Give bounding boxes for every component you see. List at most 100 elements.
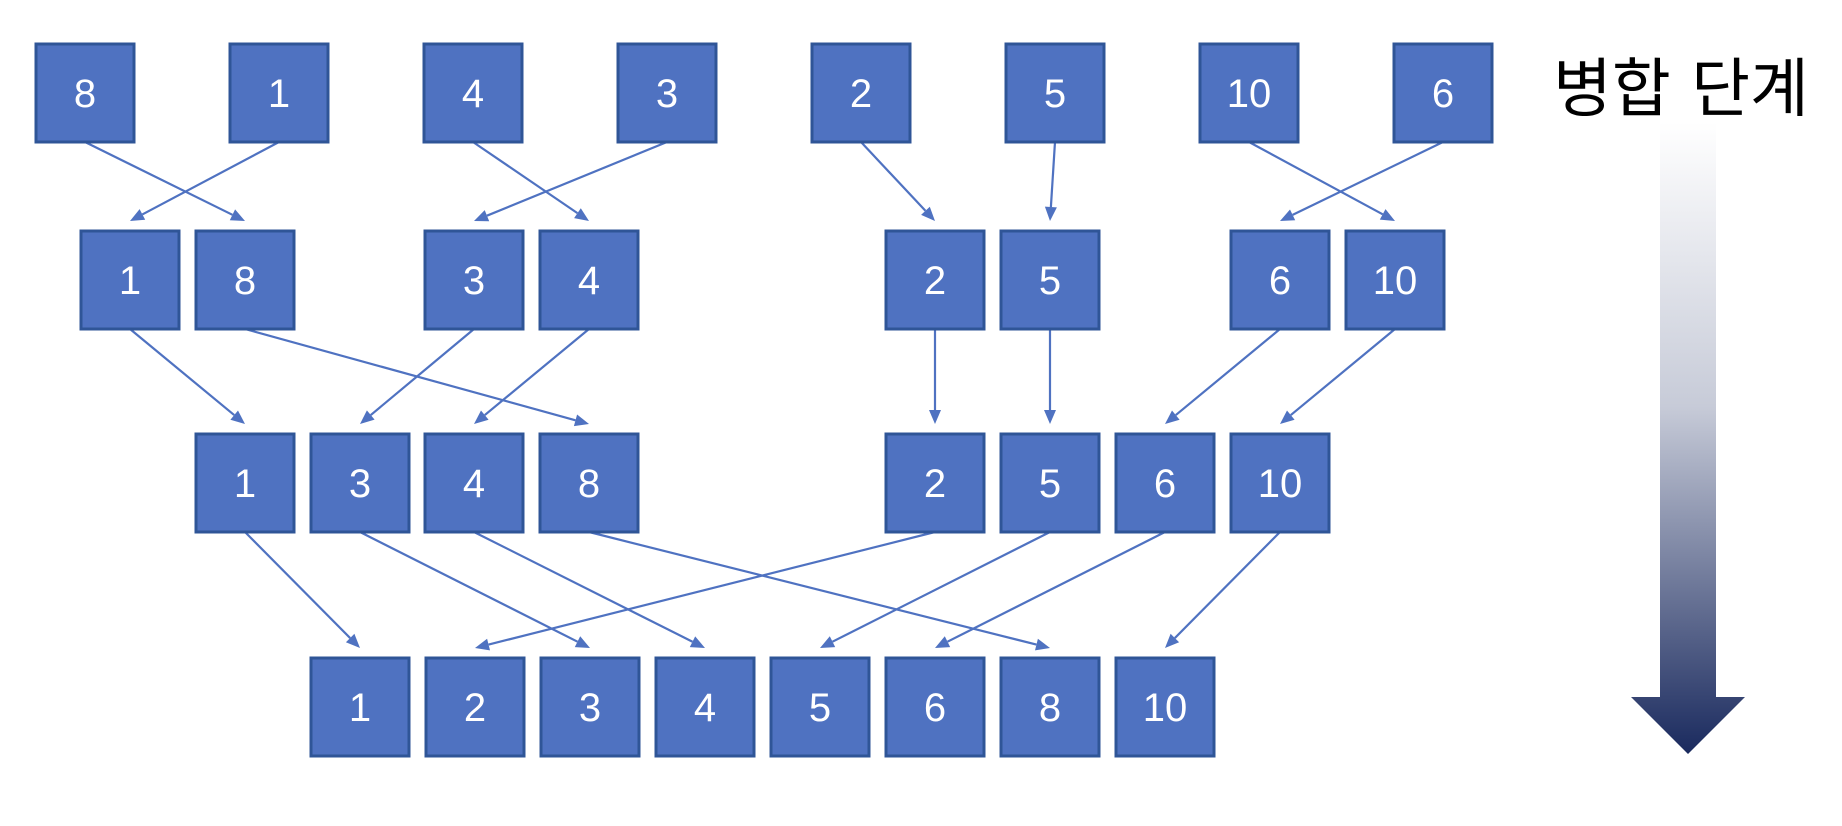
number-box-background (810, 42, 912, 144)
number-box-value: 8 (234, 259, 256, 303)
merge-arrow-line (1248, 141, 1384, 216)
number-box-value: 5 (1039, 259, 1061, 303)
merge-arrow (1280, 141, 1444, 221)
merge-arrow-line (832, 531, 1051, 643)
merge-arrow (84, 141, 245, 221)
merge-arrow (473, 531, 705, 648)
merge-arrow (129, 328, 245, 424)
merge-arrow-line (1049, 141, 1057, 208)
merge-connections (84, 140, 1444, 651)
number-box-value: 10 (1373, 259, 1418, 303)
number-box-value: 8 (578, 462, 600, 506)
merge-arrow (244, 327, 589, 427)
number-box-value: 1 (268, 72, 290, 116)
number-box-value: 10 (1258, 462, 1303, 506)
number-box-background (194, 432, 296, 534)
number-box-value: 3 (579, 686, 601, 730)
number-box-background (1114, 656, 1216, 758)
merge-arrow (935, 531, 1166, 648)
arrowhead-icon (574, 636, 590, 648)
merge-stage-arrow-icon (1631, 122, 1745, 754)
number-box-value: 5 (1039, 462, 1061, 506)
number-box-value: 5 (1044, 72, 1066, 116)
number-box: 2 (424, 656, 526, 758)
number-box: 6 (1229, 229, 1331, 331)
number-box-value: 2 (850, 72, 872, 116)
merge-arrow-line (473, 531, 693, 643)
arrowhead-icon (1044, 410, 1056, 424)
merge-arrow-line (1175, 328, 1281, 416)
number-box-value: 4 (462, 72, 484, 116)
number-box-value: 1 (349, 686, 371, 730)
merge-arrow-line (141, 141, 280, 216)
number-box-background (616, 42, 718, 144)
number-box-background (538, 229, 640, 331)
merge-arrow (1280, 328, 1396, 424)
number-box: 1 (228, 42, 330, 144)
number-box-value: 5 (809, 686, 831, 730)
arrowhead-icon (689, 636, 705, 648)
number-box-background (999, 432, 1101, 534)
number-box: 4 (423, 432, 525, 534)
number-box-background (999, 229, 1101, 331)
arrowhead-icon (1379, 209, 1395, 221)
number-box: 2 (884, 229, 986, 331)
number-box-background (423, 229, 525, 331)
number-box-background (194, 229, 296, 331)
number-box-value: 10 (1143, 686, 1188, 730)
merge-arrow-line (486, 140, 668, 217)
merge-arrow-line (472, 141, 579, 215)
number-box: 4 (538, 229, 640, 331)
number-box: 5 (999, 229, 1101, 331)
number-box: 5 (999, 432, 1101, 534)
arrowhead-icon (921, 206, 935, 221)
number-box-background (1198, 42, 1300, 144)
arrowhead-icon (360, 410, 375, 424)
merge-arrow-line (1174, 531, 1281, 639)
merge-stage-label: 병합 단계 (1553, 53, 1809, 127)
merge-arrow (588, 530, 1050, 651)
number-box-value: 2 (464, 686, 486, 730)
arrowhead-icon (1035, 638, 1050, 651)
number-box-value: 3 (656, 72, 678, 116)
number-box-background (79, 229, 181, 331)
number-box-background (1114, 432, 1216, 534)
merge-arrow (820, 531, 1051, 648)
number-box: 6 (1114, 432, 1216, 534)
number-box-value: 10 (1227, 72, 1272, 116)
merge-arrow-line (860, 141, 927, 212)
arrowhead-icon (474, 410, 489, 424)
number-box-background (422, 42, 524, 144)
number-box-value: 6 (1154, 462, 1176, 506)
arrowhead-icon (345, 633, 360, 648)
number-box: 2 (810, 42, 912, 144)
number-box-background (884, 432, 986, 534)
number-box: 10 (1114, 656, 1216, 758)
number-box-value: 8 (1039, 686, 1061, 730)
number-box: 1 (79, 229, 181, 331)
merge-arrow-line (1292, 141, 1444, 216)
merge-arrow (359, 531, 590, 648)
arrowhead-icon (1165, 633, 1180, 648)
merge-arrow-line (1290, 328, 1396, 416)
number-box-value: 1 (119, 259, 141, 303)
number-box-background (1229, 229, 1331, 331)
number-box-value: 6 (924, 686, 946, 730)
number-box: 10 (1344, 229, 1446, 331)
merge-arrow (475, 530, 936, 651)
number-box: 10 (1229, 432, 1331, 534)
number-box: 5 (1004, 42, 1106, 144)
number-box: 6 (884, 656, 986, 758)
merge-arrow-line (484, 328, 590, 416)
number-box: 4 (422, 42, 524, 144)
number-box-value: 2 (924, 462, 946, 506)
number-box-background (309, 432, 411, 534)
number-box-background (654, 656, 756, 758)
number-box: 5 (769, 656, 871, 758)
merge-arrow (474, 140, 668, 222)
number-box: 8 (34, 42, 136, 144)
number-box-background (1229, 432, 1331, 534)
number-box-background (884, 656, 986, 758)
arrowhead-icon (1165, 410, 1180, 424)
number-box: 3 (616, 42, 718, 144)
